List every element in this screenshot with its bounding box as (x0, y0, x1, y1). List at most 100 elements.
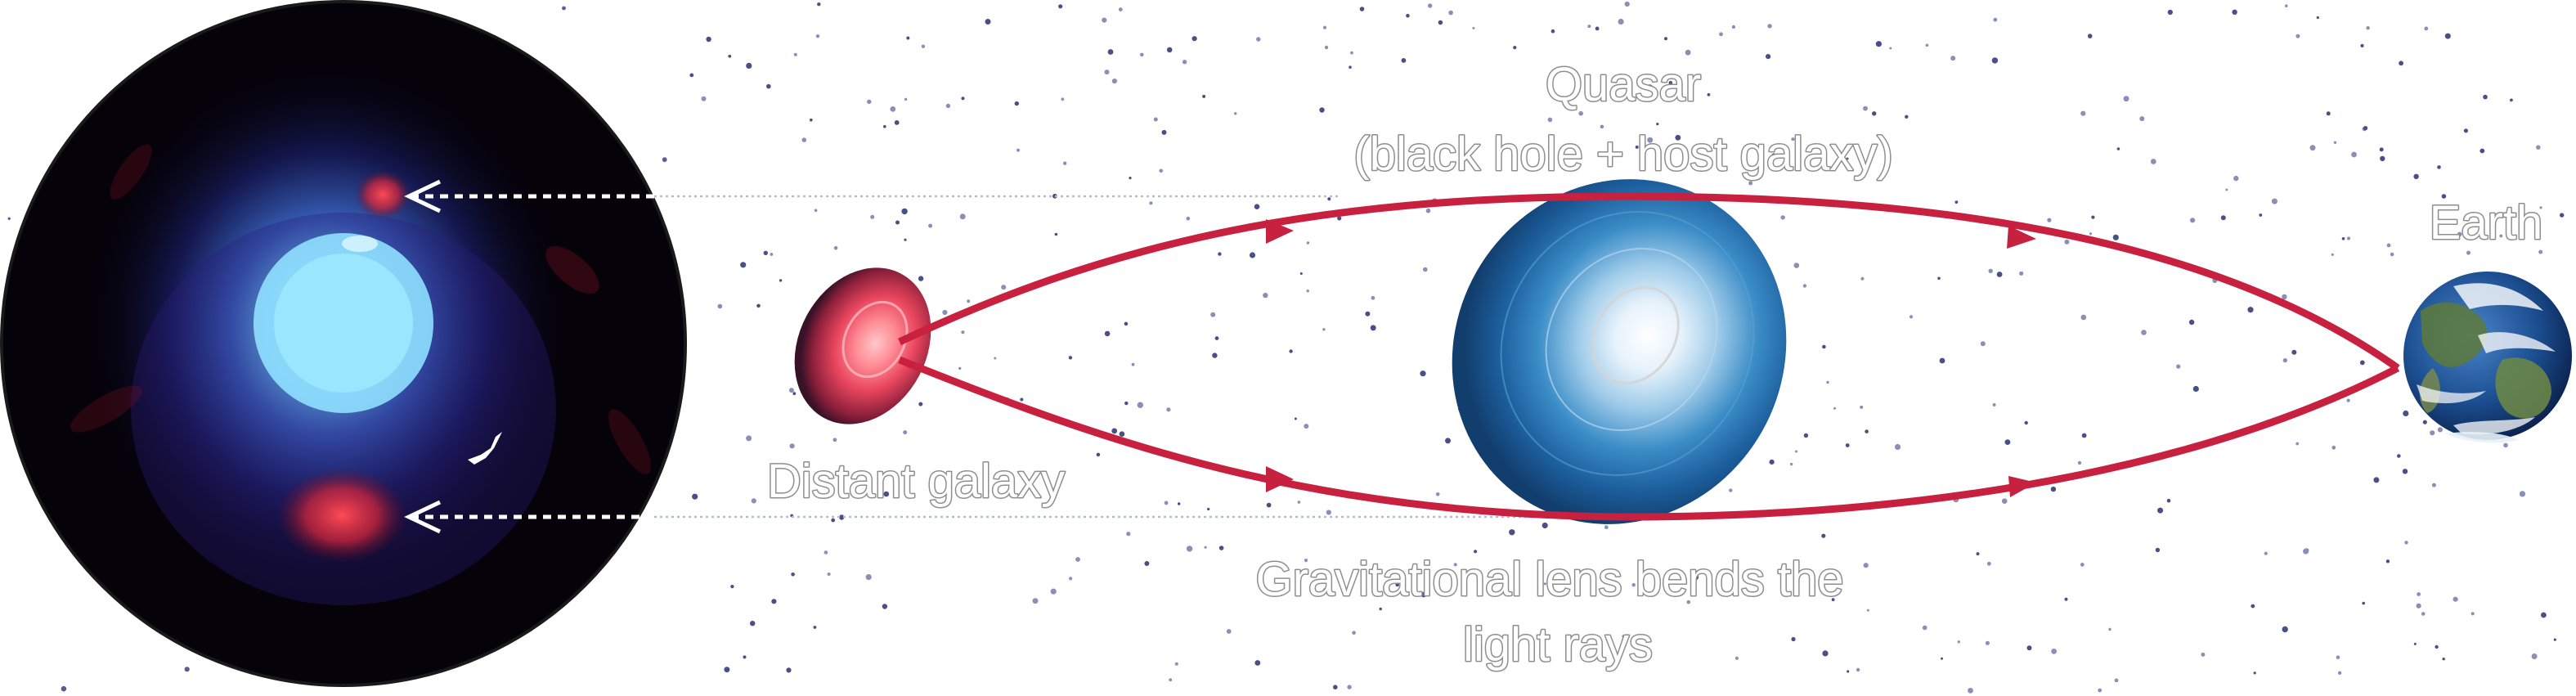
star-dot (750, 621, 756, 626)
star-dot (1875, 41, 1882, 47)
star-dot (1001, 285, 1007, 290)
star-dot (1061, 97, 1065, 101)
star-dot (2019, 271, 2024, 276)
star-dot (1297, 501, 1301, 504)
star-dot (2402, 469, 2408, 474)
star-dot (1821, 533, 1826, 538)
star-dot (662, 157, 667, 163)
star-dot (918, 276, 924, 281)
star-dot (2251, 604, 2255, 608)
star-dot (1693, 574, 1699, 581)
star-dot (1845, 443, 1850, 447)
star-dot (746, 435, 752, 442)
star-dot (1207, 507, 1210, 511)
star-dot (1204, 546, 1207, 549)
star-dot (2413, 642, 2417, 645)
star-dot (2201, 652, 2206, 657)
star-dot (814, 209, 818, 212)
star-dot (1174, 662, 1178, 666)
star-dot (2047, 218, 2052, 222)
star-dot (562, 6, 566, 11)
star-dot (1299, 272, 1303, 275)
star-dot (1111, 428, 1118, 434)
star-dot (1254, 660, 1261, 666)
star-dot (2296, 442, 2300, 446)
star-dot (2553, 638, 2556, 641)
star-dot (2336, 655, 2340, 659)
star-dot (2080, 563, 2085, 567)
star-dot (1144, 561, 1150, 566)
star-dot (867, 99, 872, 105)
star-dot (961, 97, 965, 101)
star-dot (1214, 336, 1219, 340)
star-dot (2346, 398, 2350, 402)
star-dot (1793, 263, 1800, 268)
star-dot (2004, 439, 2011, 445)
star-dot (1547, 117, 1553, 123)
arrow-head-icon (2008, 476, 2036, 497)
star-dot (1016, 148, 1020, 152)
star-dot (2309, 145, 2316, 151)
star-dot (1435, 492, 1440, 496)
star-dot (2463, 128, 2468, 133)
star-dot (1863, 106, 1868, 111)
star-dot (2282, 294, 2287, 300)
star-dot (1622, 635, 1625, 638)
star-dot (779, 279, 783, 282)
star-dot (1866, 608, 1869, 612)
star-dot (1107, 49, 1114, 55)
star-dot (1032, 598, 1039, 604)
star-dot (1685, 49, 1691, 56)
star-dot (1124, 401, 1129, 406)
star-dot (2077, 460, 2082, 465)
star-dot (7, 217, 11, 220)
star-dot (959, 213, 966, 220)
star-dot (865, 574, 872, 581)
star-dot (1635, 145, 1639, 149)
star-dot (2536, 145, 2541, 150)
star-dot (870, 214, 875, 219)
star-dot (1153, 117, 1158, 122)
star-dot (1647, 137, 1654, 143)
star-dot (1954, 200, 1959, 204)
star-dot (2346, 236, 2351, 240)
star-dot (901, 208, 908, 215)
star-dot (1968, 688, 1973, 694)
star-dot (2560, 213, 2565, 218)
star-dot (1186, 216, 1191, 221)
star-dot (1803, 433, 1809, 438)
star-dot (2326, 111, 2331, 116)
lens-label-line2: light rays (1463, 618, 1653, 671)
star-dot (921, 44, 926, 48)
light-ray-upper (898, 192, 2400, 371)
star-dot (724, 667, 730, 673)
star-dot (2157, 507, 2164, 514)
star-dot (2422, 420, 2427, 424)
star-dot (2333, 141, 2337, 144)
star-dot (1256, 37, 1261, 42)
star-dot (1104, 70, 1110, 75)
star-dot (2114, 678, 2119, 683)
star-dot (1986, 561, 1991, 566)
star-dot (1769, 459, 1775, 465)
star-dot (2403, 410, 2409, 417)
star-dot (1263, 292, 1268, 299)
star-dot (1731, 25, 1736, 29)
star-dot (1166, 47, 1173, 53)
star-dot (1226, 629, 1232, 634)
star-dot (2380, 155, 2385, 162)
star-dot (1126, 532, 1131, 537)
quasar (1452, 179, 1787, 524)
star-dot (1054, 232, 1058, 236)
star-dot (2123, 96, 2129, 102)
star-dot (1212, 352, 1218, 358)
star-dot (1656, 123, 1659, 126)
star-dot (1976, 552, 1980, 556)
star-dot (1957, 640, 1960, 644)
star-dot (1014, 101, 1020, 106)
star-dot (788, 388, 794, 393)
star-dot (1791, 636, 1796, 642)
star-dot (1347, 685, 1352, 689)
star-dot (1863, 563, 1869, 568)
